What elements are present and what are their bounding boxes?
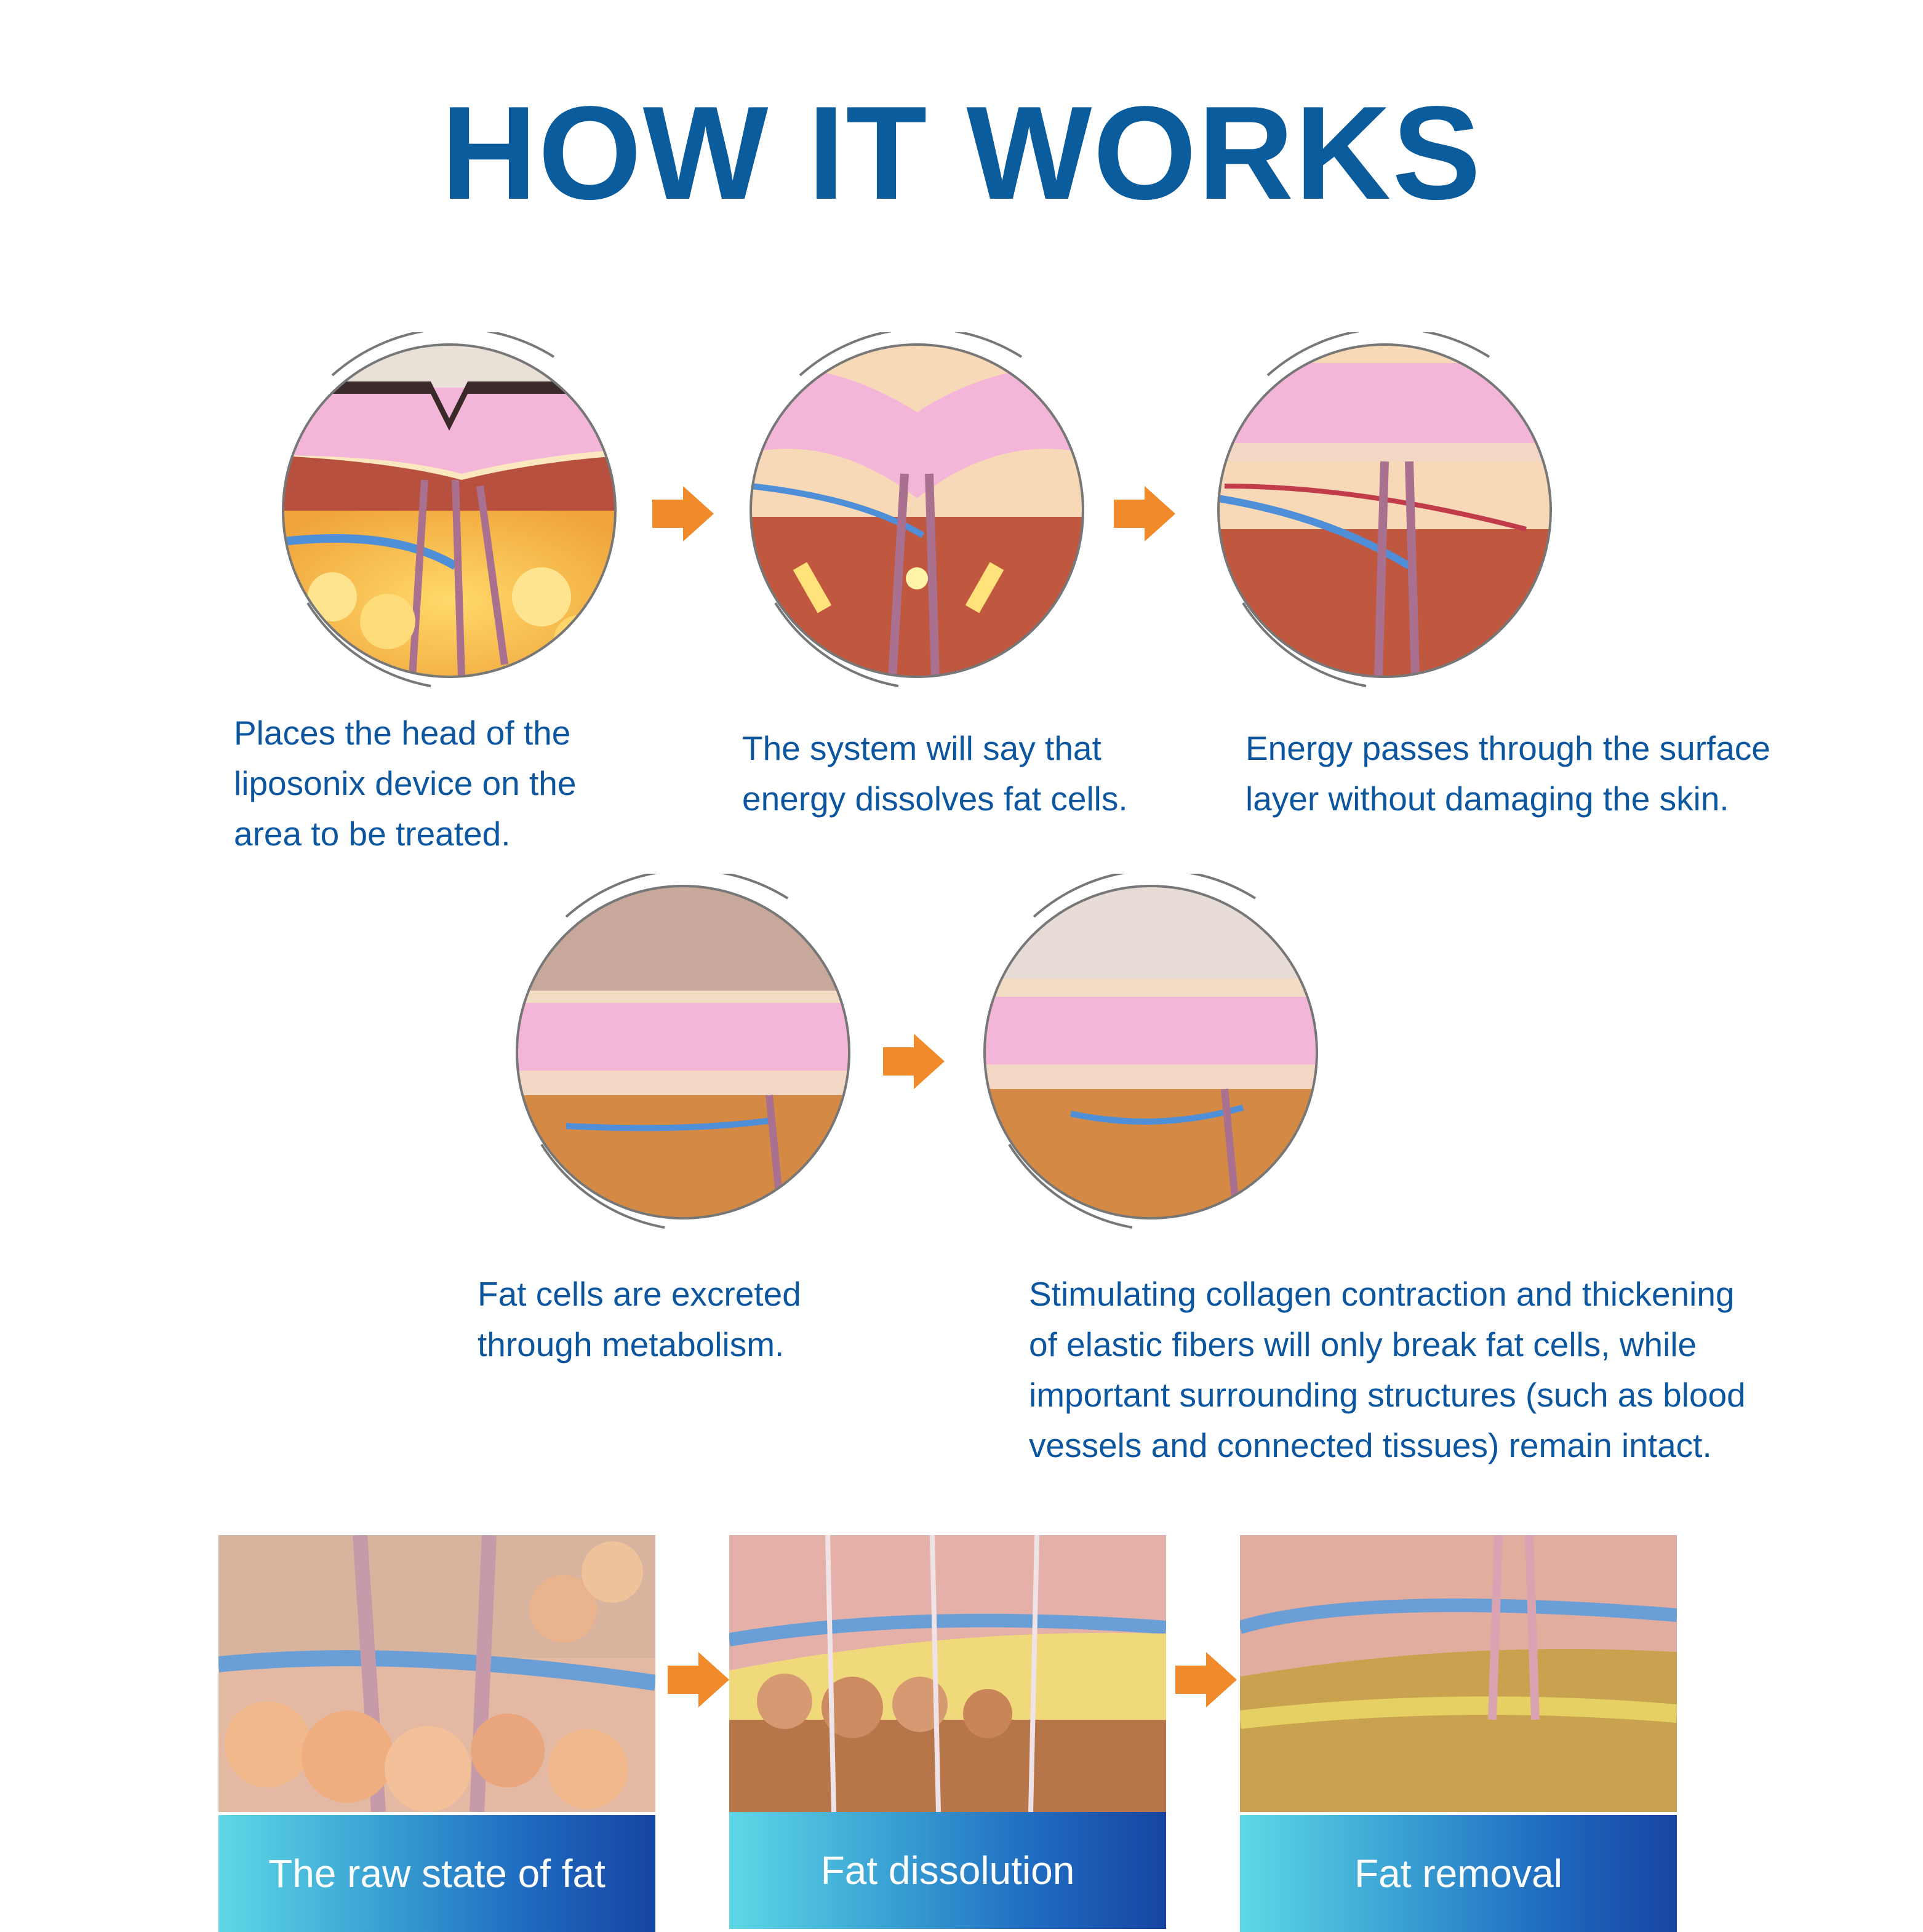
- stage-label: Fat dissolution: [729, 1812, 1166, 1929]
- step-3-illustration: [1206, 332, 1563, 689]
- page-title: HOW IT WORKS: [441, 78, 1482, 227]
- step-2-illustration: [738, 332, 1095, 689]
- arrow-right-icon: [883, 1034, 945, 1089]
- fat-removal-image: [1240, 1535, 1677, 1812]
- arrow-right-icon: [1114, 486, 1175, 541]
- stage-label: Fat removal: [1240, 1815, 1677, 1932]
- step-4-illustration: [505, 874, 862, 1231]
- step-5-caption: Stimulating collagen contraction and thi…: [1029, 1275, 1746, 1464]
- fat-dissolution-image: [729, 1535, 1166, 1812]
- stage-removal-panel: Fat removal: [1240, 1535, 1677, 1932]
- stage-raw-fat-panel: The raw state of fat: [218, 1535, 655, 1932]
- arrow-right-icon: [652, 486, 714, 541]
- stage-label: The raw state of fat: [218, 1815, 655, 1932]
- step-5-illustration: [972, 874, 1329, 1231]
- arrow-right-icon: [668, 1652, 729, 1707]
- step-1-illustration: [271, 332, 628, 689]
- raw-fat-image: [218, 1535, 655, 1812]
- stage-dissolution-panel: Fat dissolution: [729, 1535, 1166, 1932]
- arrow-right-icon: [1175, 1652, 1237, 1707]
